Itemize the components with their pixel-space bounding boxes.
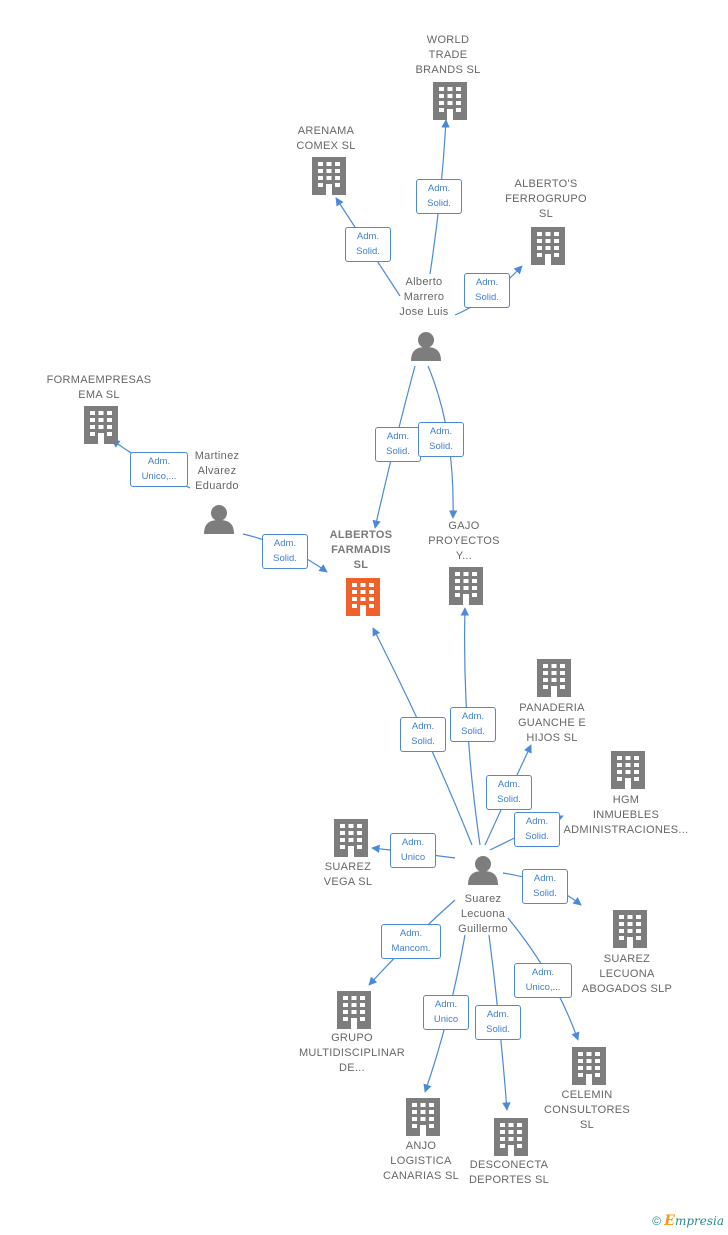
empresia-logo: Empresia xyxy=(664,1213,724,1229)
edge-label-desconecta: Adm. Solid. xyxy=(475,1005,521,1040)
panaderia-building-icon[interactable] xyxy=(537,659,571,697)
node-label-albertos-focus[interactable]: ALBERTOS FARMADIS SL xyxy=(329,529,393,571)
edge-label-martinez-albertos: Adm. Solid. xyxy=(262,534,308,569)
alberto-marrero-person-icon[interactable] xyxy=(411,332,441,361)
node-label-arenama[interactable]: ARENAMA COMEX SL xyxy=(296,125,356,152)
node-label-grupo[interactable]: GRUPO MULTIDISCIPLINAR DE... xyxy=(298,1032,406,1074)
arenama-building-icon[interactable] xyxy=(312,157,346,195)
ferrogrupo-building-icon[interactable] xyxy=(531,227,565,265)
edge-label-suarez-vega: Adm. Unico xyxy=(390,833,436,868)
edge-label-ferrogrupo: Adm. Solid. xyxy=(464,273,510,308)
martinez-person-icon[interactable] xyxy=(204,505,234,534)
empresia-footer[interactable]: © Empresia xyxy=(652,1213,724,1229)
formaempresas-building-icon[interactable] xyxy=(84,406,118,444)
node-label-suarez-abogados[interactable]: SUAREZ LECUONA ABOGADOS SLP xyxy=(581,953,673,995)
node-label-ferrogrupo[interactable]: ALBERTO'S FERROGRUPO SL xyxy=(505,178,587,220)
node-label-formaempresas[interactable]: FORMAEMPRESAS EMA SL xyxy=(46,374,152,401)
suarez-abogados-building-icon[interactable] xyxy=(613,910,647,948)
node-label-martinez[interactable]: Martinez Alvarez Eduardo xyxy=(194,450,240,492)
edge-label-arenama: Adm. Solid. xyxy=(345,227,391,262)
edge-label-marrero-albertos: Adm. Solid. xyxy=(375,427,421,462)
node-label-anjo[interactable]: ANJO LOGISTICA CANARIAS SL xyxy=(382,1140,460,1182)
edge-label-hgm: Adm. Solid. xyxy=(514,812,560,847)
edge-label-suarez-albertos: Adm. Solid. xyxy=(400,717,446,752)
grupo-building-icon[interactable] xyxy=(337,991,371,1029)
node-label-suarez-vega[interactable]: SUAREZ VEGA SL xyxy=(323,861,373,888)
copyright-icon: © xyxy=(652,1214,661,1228)
edge-label-anjo: Adm. Unico xyxy=(423,995,469,1030)
celemin-building-icon[interactable] xyxy=(572,1047,606,1085)
node-label-world-trade[interactable]: WORLD TRADE BRANDS SL xyxy=(415,34,481,76)
suarez-lecuona-person-icon[interactable] xyxy=(468,856,498,885)
node-label-hgm[interactable]: HGM INMUEBLES ADMINISTRACIONES... xyxy=(563,794,689,836)
edge-label-marrero-gajo: Adm. Solid. xyxy=(418,422,464,457)
edge-label-panaderia: Adm. Solid. xyxy=(486,775,532,810)
edge-label-world-trade: Adm. Solid. xyxy=(416,179,462,214)
node-label-desconecta[interactable]: DESCONECTA DEPORTES SL xyxy=(468,1159,550,1186)
anjo-building-icon[interactable] xyxy=(406,1098,440,1136)
node-label-suarez-lecuona[interactable]: Suarez Lecuona Guillermo xyxy=(458,893,508,935)
edge-label-abogados: Adm. Solid. xyxy=(522,869,568,904)
edge-label-formaempresas: Adm. Unico,... xyxy=(130,452,188,487)
world-trade-building-icon[interactable] xyxy=(433,82,467,120)
node-label-celemin[interactable]: CELEMIN CONSULTORES SL xyxy=(543,1089,631,1131)
albertos-focus-building-icon[interactable] xyxy=(346,578,380,616)
suarez-vega-building-icon[interactable] xyxy=(334,819,368,857)
edge-label-celemin: Adm. Unico,... xyxy=(514,963,572,998)
edge-label-grupo: Adm. Mancom. xyxy=(381,924,441,959)
gajo-building-icon[interactable] xyxy=(449,567,483,605)
node-label-alberto-marrero[interactable]: Alberto Marrero Jose Luis xyxy=(399,276,449,318)
node-label-gajo[interactable]: GAJO PROYECTOS Y... xyxy=(428,520,500,562)
node-label-panaderia[interactable]: PANADERIA GUANCHE E HIJOS SL xyxy=(517,702,587,744)
hgm-building-icon[interactable] xyxy=(611,751,645,789)
edge-label-suarez-gajo: Adm. Solid. xyxy=(450,707,496,742)
